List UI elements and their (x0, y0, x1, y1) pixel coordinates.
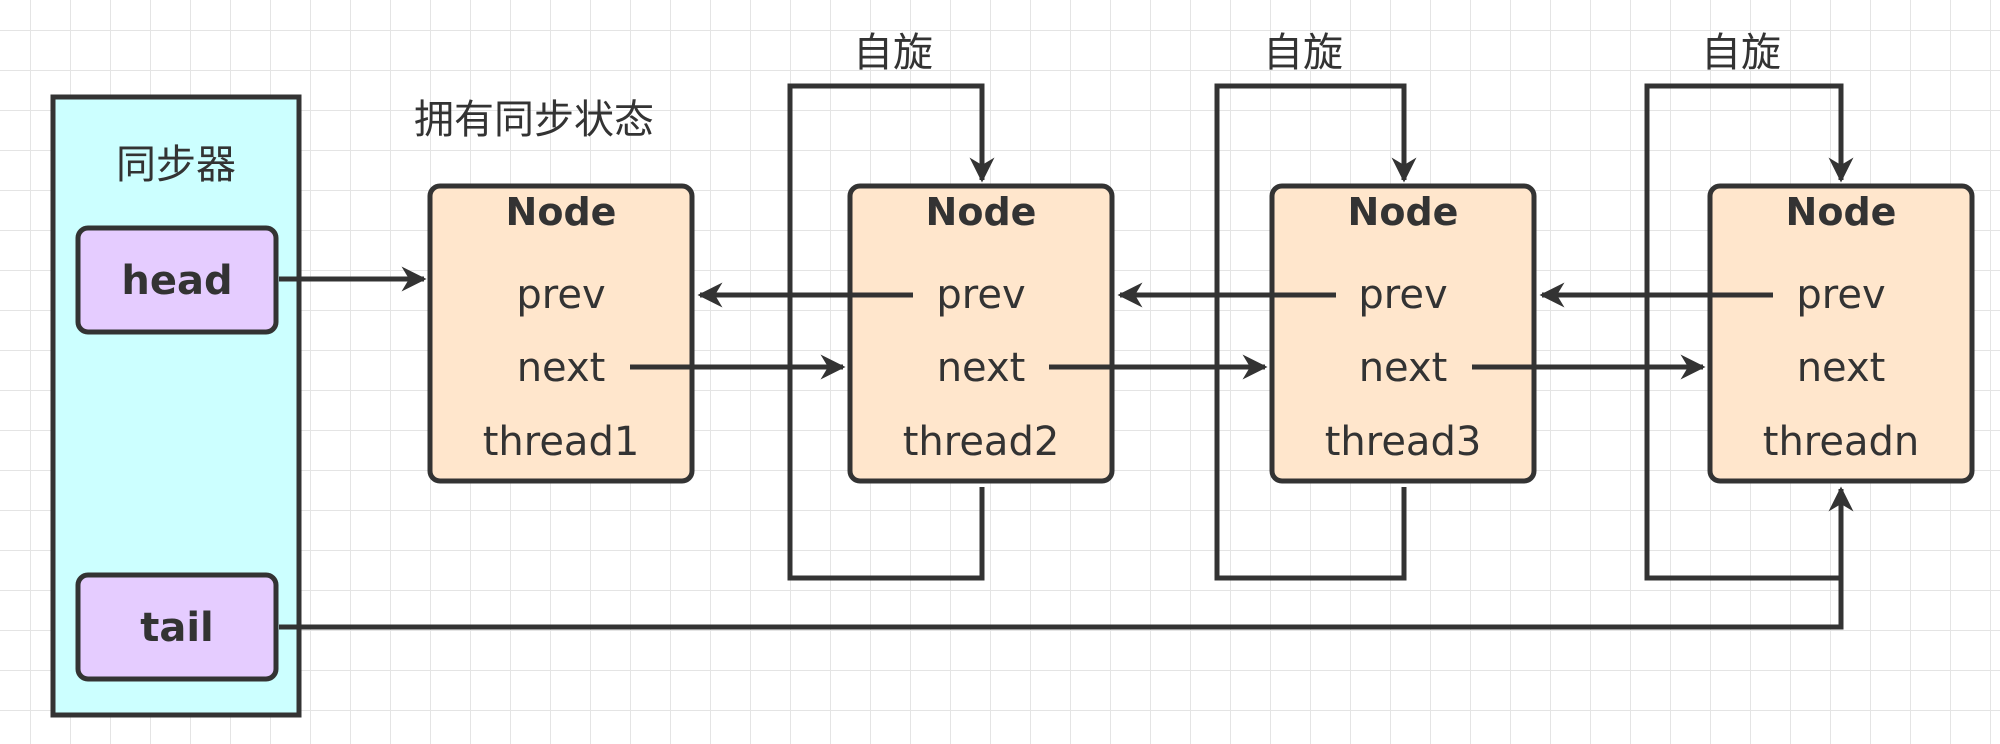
node-2-box (847, 183, 1115, 484)
node-1-box (427, 183, 695, 484)
node-3-box (1269, 183, 1537, 484)
node-4-title: Node (1786, 190, 1897, 234)
node-3-next: next (1359, 345, 1448, 391)
node-3-thread: thread3 (1325, 419, 1482, 465)
synchronizer-label: 同步器 (116, 142, 236, 188)
node-4-prev: prev (1796, 272, 1885, 318)
spin-label-2: 自旋 (1263, 30, 1343, 76)
spin-loop-2 (1214, 83, 1417, 581)
node-4-next: next (1797, 345, 1886, 391)
node-1-thread: thread1 (483, 419, 640, 465)
tail-to-node-4-arrow (279, 486, 1854, 630)
node-4: Node prev next threadn (1707, 183, 1975, 484)
owns-sync-state-label: 拥有同步状态 (414, 97, 654, 143)
tail-pointer-label: tail (140, 605, 214, 651)
node-4-box (1707, 183, 1975, 484)
node-2-next: next (937, 345, 1026, 391)
node-4-thread: threadn (1763, 419, 1919, 465)
spin-loop-1 (787, 83, 995, 581)
node-2: Node prev next thread2 (847, 183, 1115, 484)
tail-pointer-box (75, 572, 279, 682)
node-3-title: Node (1348, 190, 1459, 234)
node-3-prev: prev (1358, 272, 1447, 318)
head-pointer-label: head (121, 258, 232, 304)
node-2-title: Node (926, 190, 1037, 234)
node-3: Node prev next thread3 (1269, 183, 1537, 484)
spin-label-1: 自旋 (853, 30, 933, 76)
synchronizer-panel: 同步器 head tail (50, 94, 302, 718)
head-pointer-box (75, 225, 279, 335)
node-1-prev: prev (516, 272, 605, 318)
node-1: Node prev next thread1 (427, 183, 695, 484)
node-1-title: Node (506, 190, 617, 234)
spin-loop-3 (1644, 83, 1854, 581)
spin-label-3: 自旋 (1701, 30, 1781, 76)
node-1-next: next (517, 345, 606, 391)
node-2-prev: prev (936, 272, 1025, 318)
node-2-thread: thread2 (903, 419, 1060, 465)
